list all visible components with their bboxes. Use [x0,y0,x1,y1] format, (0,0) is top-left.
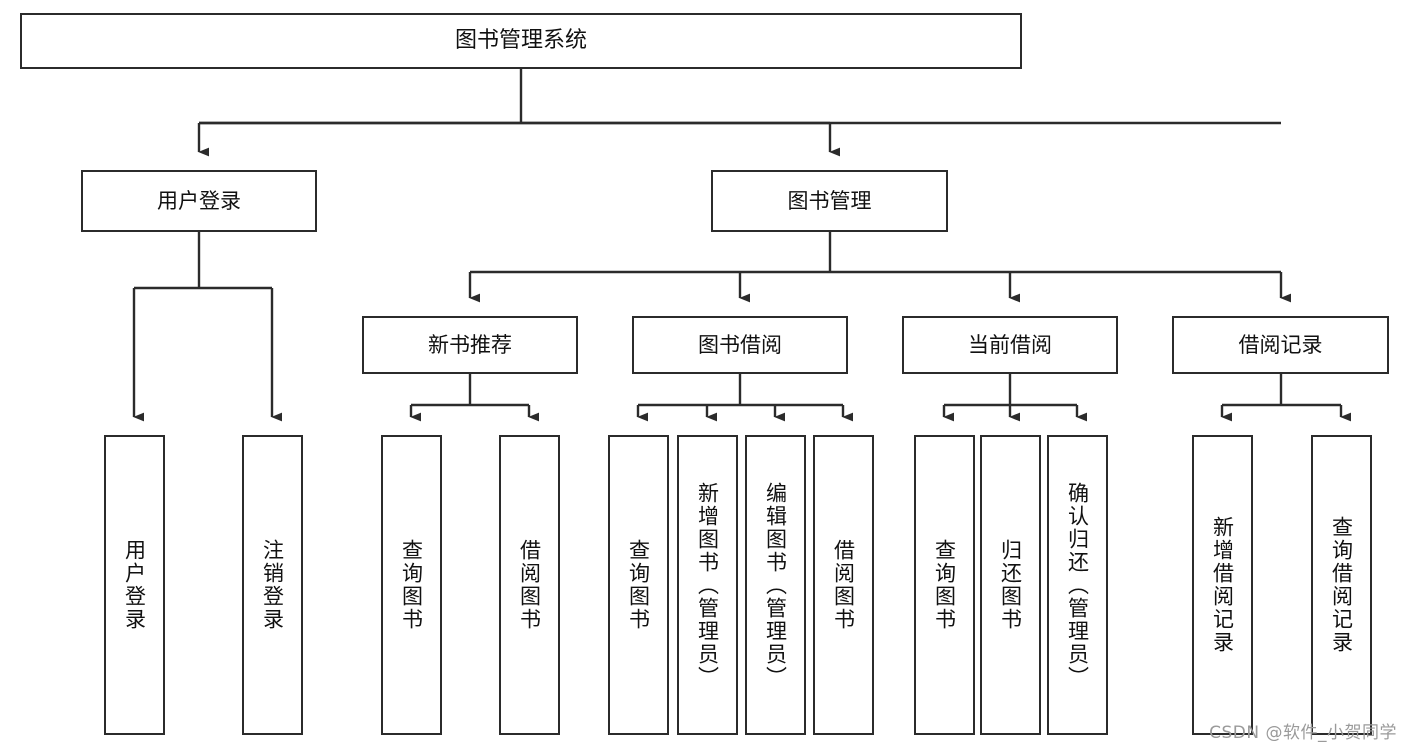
leaf-label: 确认归还（管理员） [1065,481,1090,689]
leaf-user-login[interactable]: 用户登录 [104,435,165,735]
node-new-book-recommend[interactable]: 新书推荐 [362,316,578,374]
leaf-label: 新增图书（管理员） [695,481,720,689]
watermark-text: CSDN @软件_小贺同学 [1209,723,1397,743]
leaf-label: 新增借阅记录 [1210,516,1235,654]
leaf-return-book[interactable]: 归还图书 [980,435,1041,735]
node-book-borrow[interactable]: 图书借阅 [632,316,848,374]
leaf-confirm-return[interactable]: 确认归还（管理员） [1047,435,1108,735]
leaf-label: 查询图书 [932,539,957,631]
leaf-label: 查询图书 [399,539,424,631]
leaf-borrow-book[interactable]: 借阅图书 [813,435,874,735]
leaf-add-borrow-record[interactable]: 新增借阅记录 [1192,435,1253,735]
node-borrow-record[interactable]: 借阅记录 [1172,316,1389,374]
leaf-label: 用户登录 [122,539,147,631]
node-root-system[interactable]: 图书管理系统 [20,13,1022,69]
leaf-user-logout[interactable]: 注销登录 [242,435,303,735]
node-user-login[interactable]: 用户登录 [81,170,317,232]
leaf-add-book[interactable]: 新增图书（管理员） [677,435,738,735]
leaf-edit-book[interactable]: 编辑图书（管理员） [745,435,806,735]
leaf-borrow-book-recommend[interactable]: 借阅图书 [499,435,560,735]
leaf-query-book-current[interactable]: 查询图书 [914,435,975,735]
leaf-query-book-recommend[interactable]: 查询图书 [381,435,442,735]
leaf-label: 查询图书 [626,539,651,631]
leaf-label: 编辑图书（管理员） [763,481,788,689]
node-current-borrow[interactable]: 当前借阅 [902,316,1118,374]
leaf-label: 查询借阅记录 [1329,516,1354,654]
leaf-query-book-borrow[interactable]: 查询图书 [608,435,669,735]
node-book-manage[interactable]: 图书管理 [711,170,948,232]
leaf-label: 注销登录 [260,539,285,631]
leaf-label: 借阅图书 [831,539,856,631]
leaf-label: 借阅图书 [517,539,542,631]
leaf-query-borrow-record[interactable]: 查询借阅记录 [1311,435,1372,735]
leaf-label: 归还图书 [998,539,1023,631]
